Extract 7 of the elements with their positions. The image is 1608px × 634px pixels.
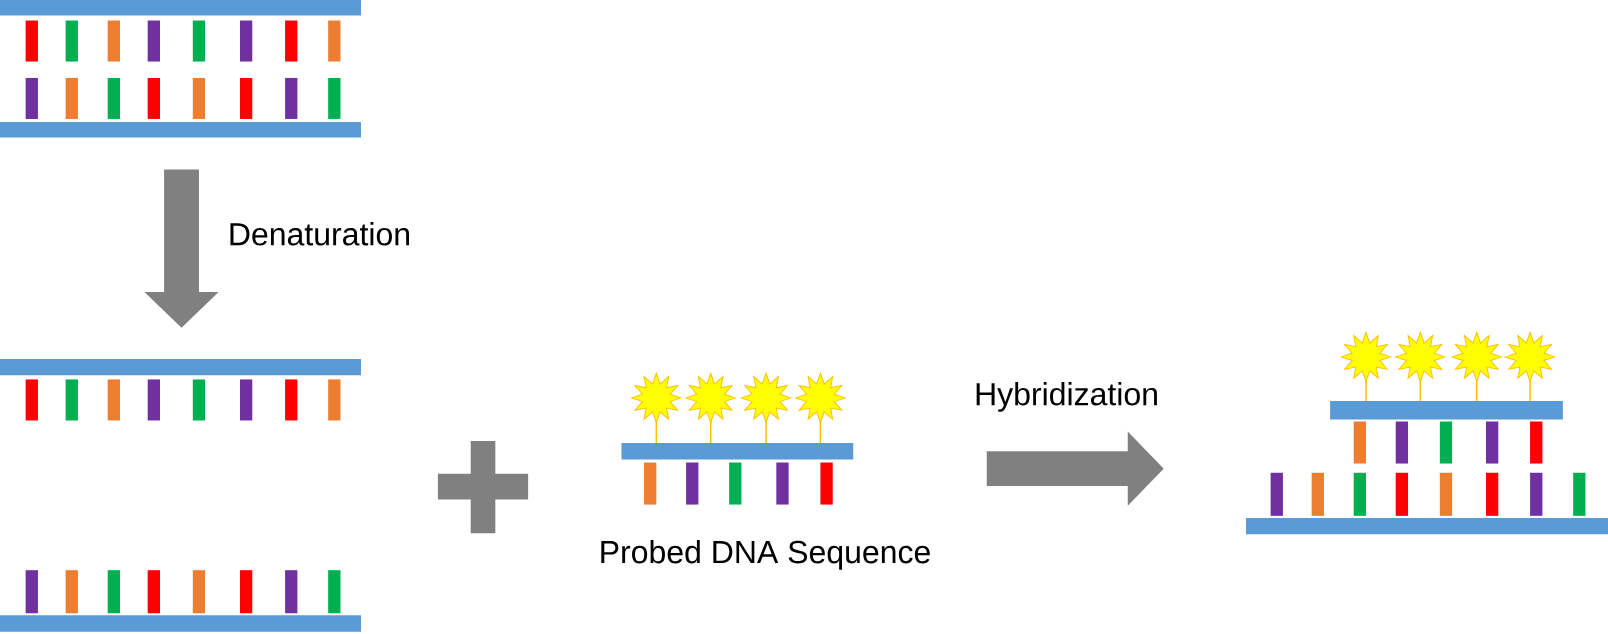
- caption-text: Probed DNA Sequence: [601, 540, 930, 570]
- hybridized-dna-drawing: [1246, 331, 1608, 535]
- edge-label: Hybridization: [976, 382, 1157, 412]
- dna-double-strand-drawing: [0, 0, 361, 138]
- separated-strands-drawing: [0, 359, 361, 632]
- probe-drawing: [621, 372, 854, 505]
- edge-label: Denaturation: [230, 222, 409, 246]
